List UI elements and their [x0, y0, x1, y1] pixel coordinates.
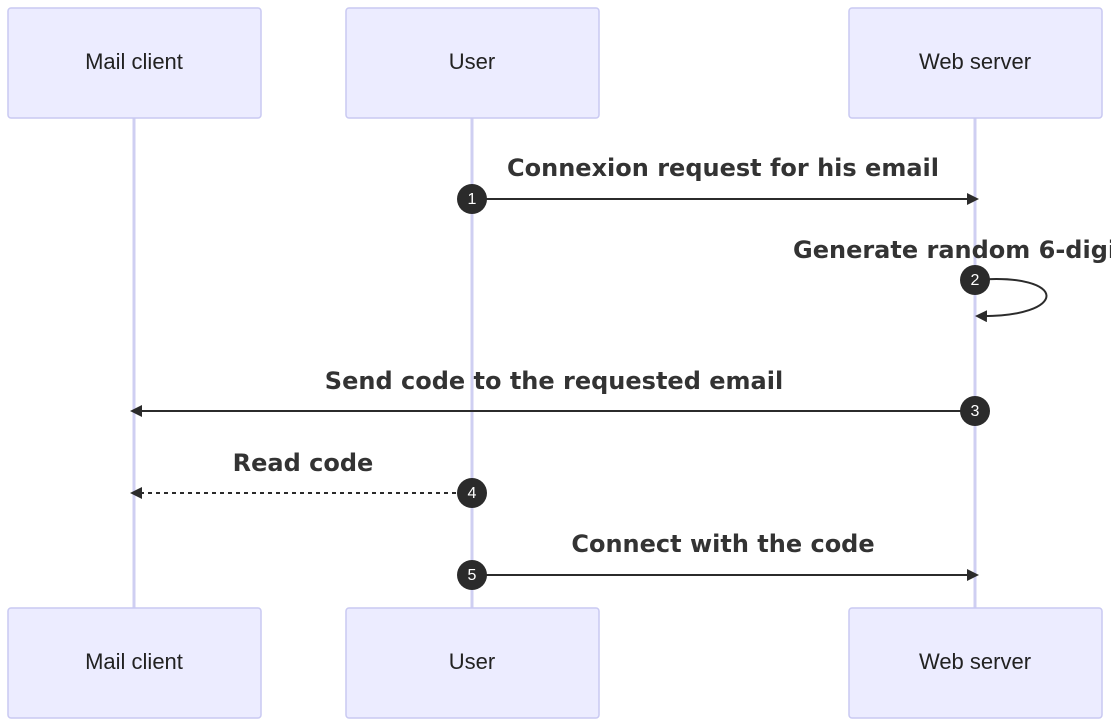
actor-user-top: User [345, 7, 600, 119]
step-5-number: 5 [468, 567, 477, 584]
actor-mail-client-top: Mail client [7, 7, 262, 119]
message-2: Generate random 6-digit code 2 [793, 236, 1111, 323]
step-2-badge [960, 265, 990, 295]
message-4-label: Read code [233, 449, 374, 477]
actor-web-server-top-label: Web server [919, 49, 1031, 74]
message-5: Connect with the code 5 [457, 530, 979, 590]
step-5-badge [457, 560, 487, 590]
step-1-number: 1 [468, 191, 477, 208]
message-5-label: Connect with the code [571, 530, 874, 558]
actor-user-bottom: User [345, 607, 600, 719]
actor-web-server-bottom-label: Web server [919, 649, 1031, 674]
actor-web-server-top: Web server [848, 7, 1103, 119]
actor-mail-client-bottom-label: Mail client [85, 649, 183, 674]
message-1-label: Connexion request for his email [507, 154, 939, 182]
step-4-number: 4 [468, 485, 477, 502]
message-1: Connexion request for his email 1 [457, 154, 979, 214]
actor-mail-client-bottom: Mail client [7, 607, 262, 719]
message-3: Send code to the requested email 3 [130, 367, 990, 426]
message-3-label: Send code to the requested email [325, 367, 783, 395]
message-4: Read code 4 [130, 449, 487, 508]
actor-user-top-label: User [449, 49, 495, 74]
step-1-badge [457, 184, 487, 214]
step-3-number: 3 [971, 403, 980, 420]
step-3-badge [960, 396, 990, 426]
actor-mail-client-top-label: Mail client [85, 49, 183, 74]
step-4-badge [457, 478, 487, 508]
actor-web-server-bottom: Web server [848, 607, 1103, 719]
actor-user-bottom-label: User [449, 649, 495, 674]
step-2-number: 2 [971, 272, 980, 289]
message-2-label: Generate random 6-digit code [793, 236, 1111, 264]
message-2-arrow [974, 278, 1048, 323]
